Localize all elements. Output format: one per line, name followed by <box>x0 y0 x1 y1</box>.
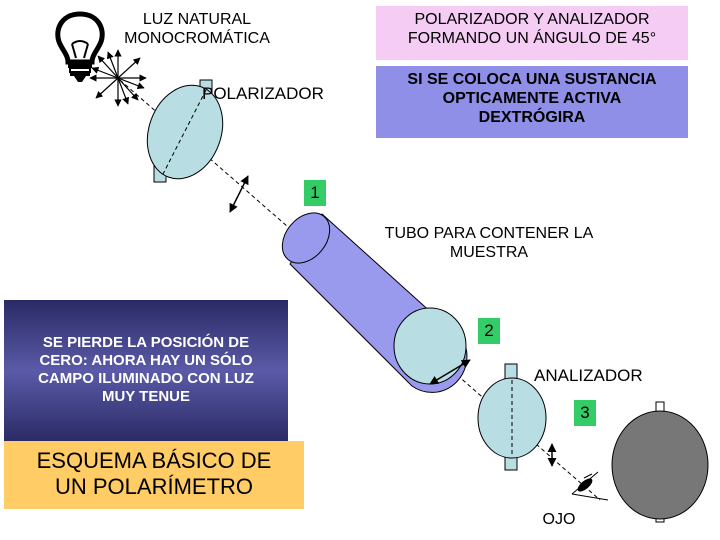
dark-box-line4: MUY TENUE <box>101 388 191 405</box>
tube-label: TUBO PARA CONTENER LA MUESTRA <box>364 224 614 262</box>
rotated-light-arrow <box>429 359 471 385</box>
top-box-line1: POLARIZADOR Y ANALIZADOR <box>414 11 650 28</box>
diagram-title: ESQUEMA BÁSICO DE UN POLARÍMETRO <box>4 448 304 501</box>
marker-3: 3 <box>574 400 596 426</box>
top-info-box: POLARIZADOR Y ANALIZADOR FORMANDO UN ÁNG… <box>376 6 688 60</box>
purple-box-line2: OPTICAMENTE ACTIVA <box>442 90 622 108</box>
dark-box-line3: CAMPO ILUMINADO CON LUZ <box>38 370 254 387</box>
tube-label-line1: TUBO PARA CONTENER LA <box>384 225 594 242</box>
light-source-line1: LUZ NATURAL <box>142 11 252 28</box>
polarized-light-arrow <box>229 175 249 213</box>
tube-label-line2: MUESTRA <box>449 244 529 262</box>
eye-label: OJO <box>542 511 576 528</box>
title-line1: ESQUEMA BÁSICO DE <box>36 448 272 473</box>
analyzer-label: ANALIZADOR <box>534 366 643 385</box>
polarizer-label: POLARIZADOR <box>202 84 324 103</box>
analyzer-disc <box>477 363 547 471</box>
title-line2: UN POLARÍMETRO <box>54 474 254 500</box>
marker-2: 2 <box>478 318 500 344</box>
active-substance-box: SI SE COLOCA UNA SUSTANCIA OPTICAMENTE A… <box>376 66 688 138</box>
marker-1: 1 <box>304 180 326 206</box>
light-source-label: LUZ NATURAL MONOCROMÁTICA <box>108 10 286 48</box>
dark-box-bg <box>4 300 288 442</box>
dark-box-line2: CERO: AHORA HAY UN SÓLO <box>39 352 253 369</box>
light-bulb-icon <box>55 11 105 82</box>
purple-box-line3: DEXTRÓGIRA <box>478 109 586 127</box>
dim-field-note: SE PIERDE LA POSICIÓN DE CERO: AHORA HAY… <box>4 334 288 406</box>
observed-field-disc <box>611 401 709 523</box>
title-box-bg <box>4 441 304 509</box>
eye-icon <box>571 471 609 501</box>
light-source-line2: MONOCROMÁTICA <box>124 30 270 48</box>
dark-box-line1: SE PIERDE LA POSICIÓN DE <box>42 334 250 351</box>
light-rays-icon <box>89 49 147 107</box>
polarizer-disc <box>146 79 224 183</box>
purple-box-line1: SI SE COLOCA UNA SUSTANCIA <box>407 71 657 88</box>
top-box-line2: FORMANDO UN ÁNGULO DE 45° <box>407 30 657 48</box>
